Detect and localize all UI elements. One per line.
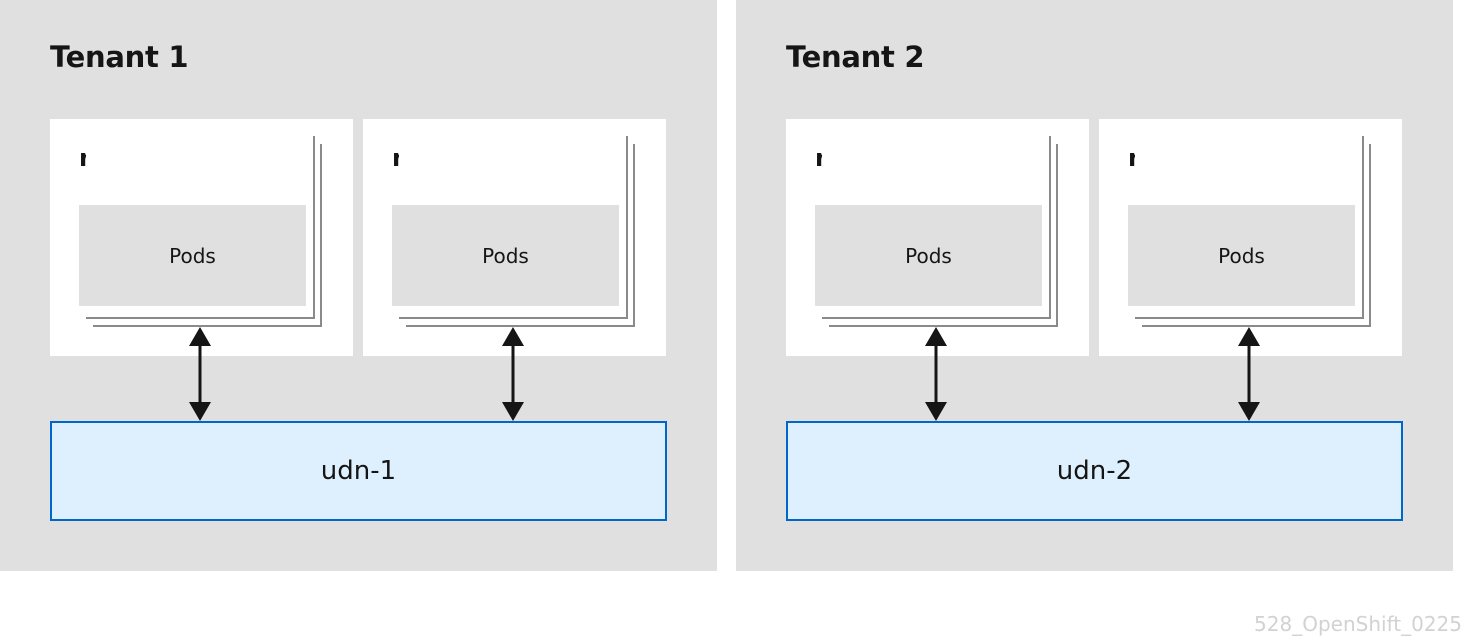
pods-box: Pods <box>392 205 619 306</box>
double-arrow <box>1238 327 1260 421</box>
udn-box: udn-2 <box>786 421 1403 521</box>
udn-box: udn-1 <box>50 421 667 521</box>
namespace-box: namespace-1 Pods <box>50 119 353 356</box>
double-arrow <box>189 327 211 421</box>
pods-box: Pods <box>815 205 1042 306</box>
pods-label: Pods <box>169 243 216 268</box>
double-arrow <box>925 327 947 421</box>
udn-label: udn-2 <box>1056 456 1133 486</box>
tenant-title: Tenant 1 <box>50 40 189 74</box>
tenant-1-panel: Tenant 1 namespace-1 Pods namespace-2 Po… <box>0 0 717 571</box>
connector-arrows <box>189 327 524 421</box>
connector-arrows <box>925 327 1260 421</box>
pods-box: Pods <box>79 205 306 306</box>
udn-label: udn-1 <box>320 456 397 486</box>
tenant-title: Tenant 2 <box>786 40 925 74</box>
namespace-box: namespace-2 Pods <box>363 119 666 356</box>
double-arrow <box>502 327 524 421</box>
namespace-box: namespace-3 Pods <box>786 119 1089 356</box>
pods-label: Pods <box>482 243 529 268</box>
pods-box: Pods <box>1128 205 1355 306</box>
figure-id-watermark: 528_OpenShift_0225 <box>1254 612 1462 636</box>
tenant-2-panel: Tenant 2 namespace-3 Pods namespace-4 Po… <box>736 0 1453 571</box>
namespace-box: namespace-4 Pods <box>1099 119 1402 356</box>
pods-label: Pods <box>1218 243 1265 268</box>
pods-label: Pods <box>905 243 952 268</box>
